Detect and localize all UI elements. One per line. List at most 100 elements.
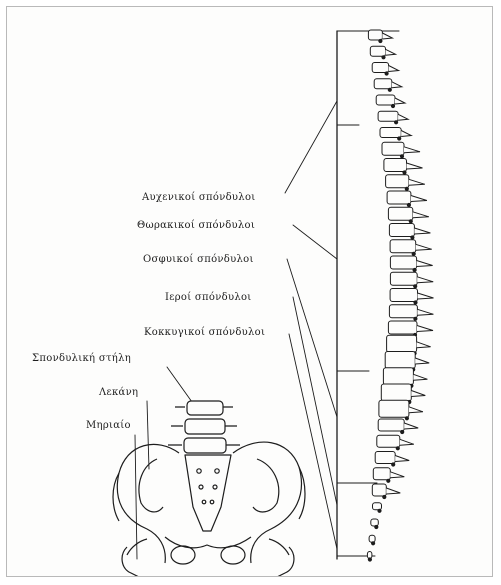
vertebra-spinous-process [417,309,433,315]
vertebra-spinous-process [415,358,429,364]
leader-lumbar [287,259,337,417]
pelvis-vertebra-2 [185,419,225,434]
leader-sacral [293,297,337,505]
vertebra-body [384,159,407,172]
intervertebral-foramen [378,509,381,512]
vertebra-spinous-process [414,228,430,234]
intervertebral-foramen [405,187,408,190]
pelvis-front-view [113,401,305,577]
label-coccygeal: Κοκκυγικοί σπόνδυλοι [144,327,265,338]
vertebra-body [381,384,411,401]
vertebra-spinous-process [409,179,425,185]
label-spinal-column: Σπονδυλική στήλη [32,353,131,364]
intervertebral-foramen [388,88,391,91]
vertebra-spinous-process [409,407,423,413]
vertebra-spinous-process [413,212,429,218]
intervertebral-foramen [412,252,415,255]
leader-femur [135,435,137,559]
intervertebral-foramen [387,479,390,482]
intervertebral-foramen [403,171,406,174]
vertebra-body [371,519,379,526]
vertebra-spinous-process [395,456,409,462]
vertebra-spinous-process [382,33,392,39]
label-femur: Μηριαίο [86,420,131,431]
vertebra-body [390,289,417,302]
vertebra-spinous-process [404,147,420,153]
vertebra-body [380,128,401,138]
leader-cervical [285,101,337,193]
vertebra-spinous-process [417,261,433,267]
vertebra-spinous-process [390,472,404,478]
label-pelvis: Λεκάνη [99,387,138,398]
intervertebral-foramen [382,56,385,59]
vertebra-body [377,435,400,447]
vertebra-body [373,503,382,510]
vertebra-spinous-process [416,244,432,250]
vertebra-body [369,535,375,542]
vertebra-spinous-process [413,374,427,380]
intervertebral-foramen [400,155,403,158]
intervertebral-foramen [375,525,378,528]
vertebra-body [387,191,411,204]
intervertebral-foramen [401,430,404,433]
intervertebral-foramen [379,39,382,42]
intervertebral-foramen [383,495,386,498]
intervertebral-foramen [368,558,371,561]
label-cervical: Αυχενικοί σπόνδυλοι [142,192,256,203]
intervertebral-foramen [395,121,398,124]
leader-pelvis [147,401,149,469]
intervertebral-foramen [414,285,417,288]
vertebra-spinous-process [401,131,411,137]
label-thoracic: Θωρακικοί σπόνδυλοι [137,220,255,231]
vertebra-body [378,419,404,431]
sacrum [185,455,231,531]
vertebra-body [375,452,395,464]
vertebra-spinous-process [398,114,408,120]
vertebra-body [370,46,385,56]
left-femur [122,539,147,577]
leader-coccygeal [289,334,337,549]
vertebra-body [389,224,414,237]
vertebra-spinous-process [386,49,396,55]
intervertebral-foramen [392,463,395,466]
vertebra-body [389,305,417,318]
vertebra-body [390,256,416,269]
vertebra-body [390,240,416,253]
vertebra-spinous-process [395,98,405,104]
vertebra-spinous-process [417,326,433,332]
vertebra-spinous-process [392,82,402,88]
vertebra-body [390,272,417,285]
vertebra-body [374,79,392,89]
intervertebral-foramen [414,317,417,320]
intervertebral-foramen [411,236,414,239]
vertebra-spinous-process [400,439,414,445]
vertebra-spinous-process [417,342,431,348]
vertebra-body [387,335,417,352]
vertebra-body [373,468,390,480]
intervertebral-foramen [409,220,412,223]
left-ilium [117,444,179,563]
vertebra-body [385,352,415,369]
vertebra-body [386,175,409,188]
vertebra-body [372,63,388,73]
right-femur [269,539,294,577]
intervertebral-foramen [413,268,416,271]
right-ilium [233,442,301,563]
spine-illustration-figure: Αυχενικοί σπόνδυλοι Θωρακικοί σπόνδυλοι … [6,6,493,577]
vertebra-spinous-process [386,488,400,494]
intervertebral-foramen [414,301,417,304]
vertebra-body [388,321,417,334]
vertebra-spinous-process [411,391,425,397]
intervertebral-foramen [396,447,399,450]
vertebra-body [376,95,395,105]
vertebra-spinous-process [404,423,418,429]
label-lumbar: Οσφυικοί σπόνδυλοι [143,254,254,265]
intervertebral-foramen [391,104,394,107]
intervertebral-foramen [398,137,401,140]
pelvis-vertebra-1 [187,401,223,415]
vertebra-body [372,484,386,496]
intervertebral-foramen [407,203,410,206]
vertebral-column-side-view [367,30,433,561]
vertebra-body [378,111,398,121]
vertebra-spinous-process [407,163,423,169]
